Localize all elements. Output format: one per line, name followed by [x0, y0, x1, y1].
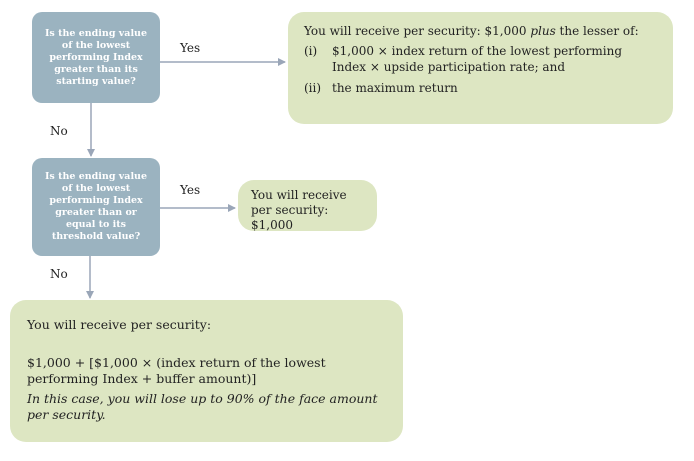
outcome-1-item: (i) $1,000 × index return of the lowest … — [304, 43, 659, 75]
outcome-3-heading: You will receive per security: — [27, 317, 212, 332]
outcome-1-item-text: the maximum return — [332, 81, 458, 95]
outcome-box-1: You will receive per security: $1,000 pl… — [288, 12, 673, 124]
decision-1-text: Is the ending value of the lowest perfor… — [44, 27, 148, 87]
outcome-1-heading: You will receive per security: $1,000 pl… — [304, 23, 659, 39]
outcome-1-heading-em: plus — [530, 24, 556, 38]
edge-label-yes-2: Yes — [180, 183, 201, 197]
outcome-1-item-number: (ii) — [304, 81, 322, 95]
outcome-1-item-text: $1,000 × index return of the lowest perf… — [332, 44, 622, 74]
outcome-1-heading-post: the lesser of: — [555, 24, 639, 38]
outcome-box-3: You will receive per security: $1,000 + … — [10, 300, 403, 442]
decision-box-2: Is the ending value of the lowest perfor… — [32, 158, 160, 256]
outcome-1-item: (ii) the maximum return — [304, 80, 659, 96]
outcome-1-heading-pre: You will receive per security: $1,000 — [304, 24, 531, 38]
outcome-2-text: You will receive per security: $1,000 — [251, 188, 347, 232]
edge-label-yes-1: Yes — [180, 41, 201, 55]
edge-label-no-1: No — [50, 124, 68, 138]
outcome-3-formula: $1,000 + [$1,000 × (index return of the … — [27, 355, 326, 386]
decision-2-text: Is the ending value of the lowest perfor… — [44, 171, 148, 242]
outcome-box-2: You will receive per security: $1,000 — [238, 180, 377, 232]
edge-label-no-2: No — [50, 267, 68, 281]
decision-box-1: Is the ending value of the lowest perfor… — [32, 12, 160, 103]
outcome-3-note: In this case, you will lose up to 90% of… — [27, 391, 378, 422]
outcome-1-item-number: (i) — [304, 44, 318, 58]
